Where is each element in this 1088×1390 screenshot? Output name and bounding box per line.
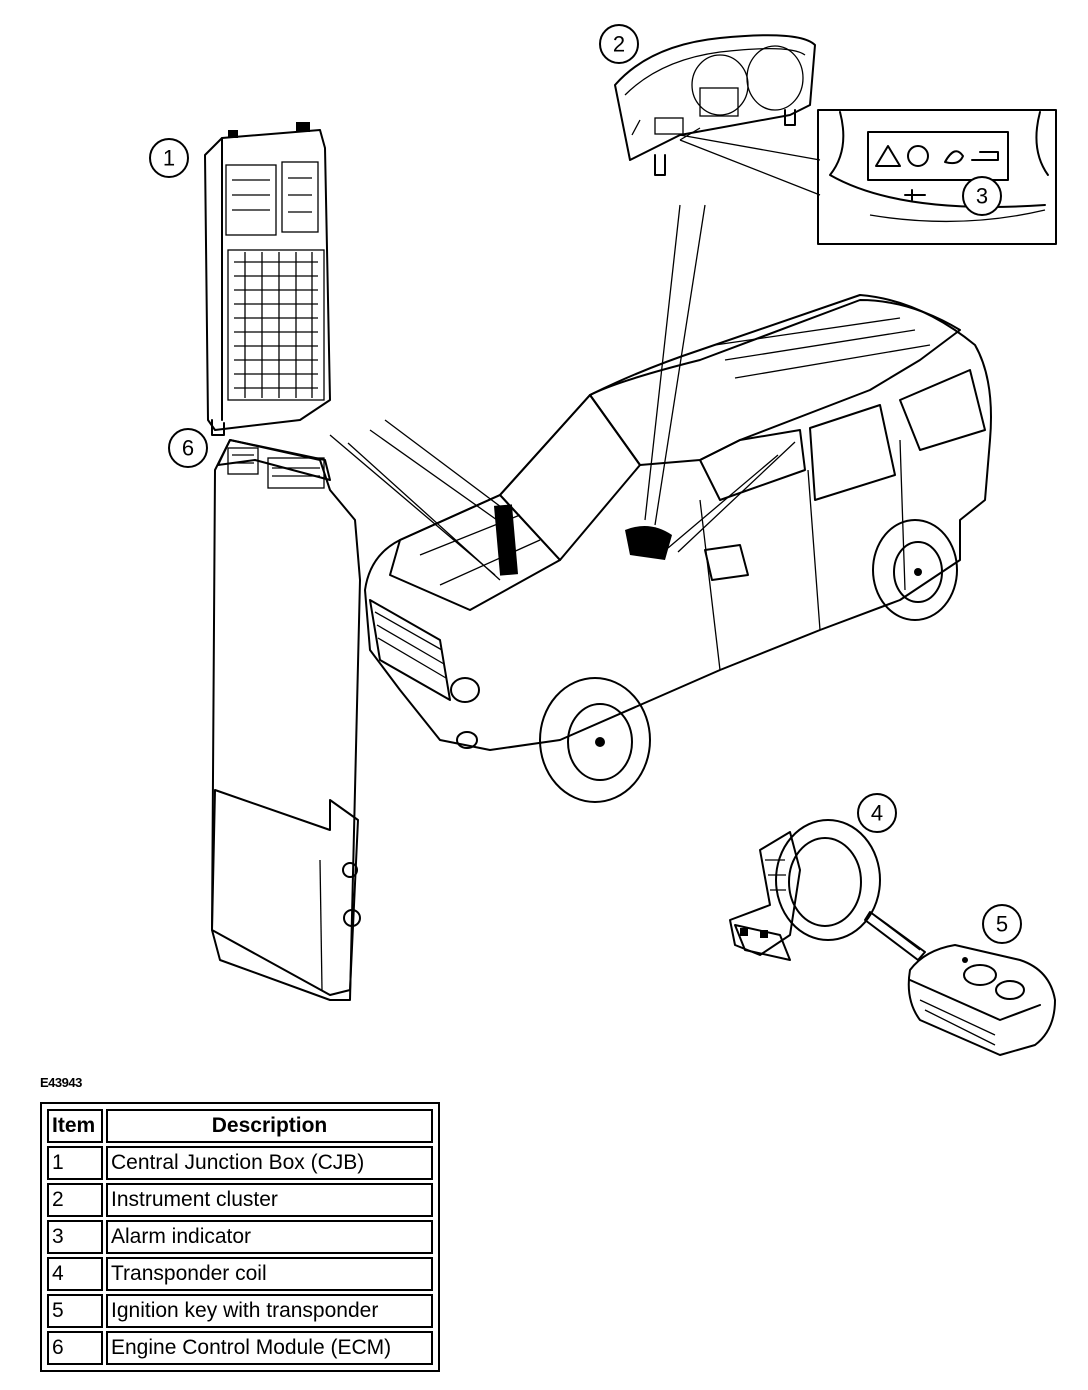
legend-row: 3 Alarm indicator [47, 1220, 433, 1254]
legend-item-description: Transponder coil [106, 1257, 433, 1291]
callout-3: 3 [962, 176, 1002, 216]
ignition-key-illustration [864, 911, 1056, 1056]
component-location-diagram: 1 2 3 4 5 6 [149, 24, 1057, 1056]
svg-text:4: 4 [871, 801, 883, 826]
engine-control-module-illustration [211, 439, 361, 1001]
svg-text:3: 3 [976, 184, 988, 209]
legend-item-description: Alarm indicator [106, 1220, 433, 1254]
callout-6: 6 [168, 428, 208, 468]
legend-item-number: 4 [47, 1257, 103, 1291]
instrument-cluster-illustration [614, 34, 816, 176]
legend-row: 5 Ignition key with transponder [47, 1294, 433, 1328]
legend-item-number: 1 [47, 1146, 103, 1180]
legend-row: 2 Instrument cluster [47, 1183, 433, 1217]
callout-5: 5 [982, 904, 1022, 944]
svg-text:5: 5 [996, 912, 1008, 937]
legend-item-description: Ignition key with transponder [106, 1294, 433, 1328]
alarm-indicator-inset [817, 109, 1057, 245]
legend-item-description: Central Junction Box (CJB) [106, 1146, 433, 1180]
legend-header-description: Description [106, 1109, 433, 1143]
legend-header-item: Item [47, 1109, 103, 1143]
legend-row: 6 Engine Control Module (ECM) [47, 1331, 433, 1365]
svg-text:2: 2 [613, 32, 625, 57]
svg-text:6: 6 [182, 436, 194, 461]
legend-item-number: 5 [47, 1294, 103, 1328]
vehicle-illustration [364, 294, 992, 803]
transponder-coil-illustration [729, 819, 881, 961]
legend-row: 4 Transponder coil [47, 1257, 433, 1291]
legend-table: Item Description 1 Central Junction Box … [40, 1102, 440, 1372]
callout-2: 2 [599, 24, 639, 64]
svg-text:1: 1 [163, 146, 175, 171]
figure-code: E43943 [40, 1075, 82, 1090]
legend-row: 1 Central Junction Box (CJB) [47, 1146, 433, 1180]
central-junction-box-illustration [204, 122, 331, 436]
callout-4: 4 [857, 793, 897, 833]
legend-item-number: 3 [47, 1220, 103, 1254]
callout-1: 1 [149, 138, 189, 178]
legend-item-number: 2 [47, 1183, 103, 1217]
legend-item-number: 6 [47, 1331, 103, 1365]
leader-lines [329, 204, 796, 581]
legend-item-description: Engine Control Module (ECM) [106, 1331, 433, 1365]
legend-header-row: Item Description [47, 1109, 433, 1143]
legend-item-description: Instrument cluster [106, 1183, 433, 1217]
